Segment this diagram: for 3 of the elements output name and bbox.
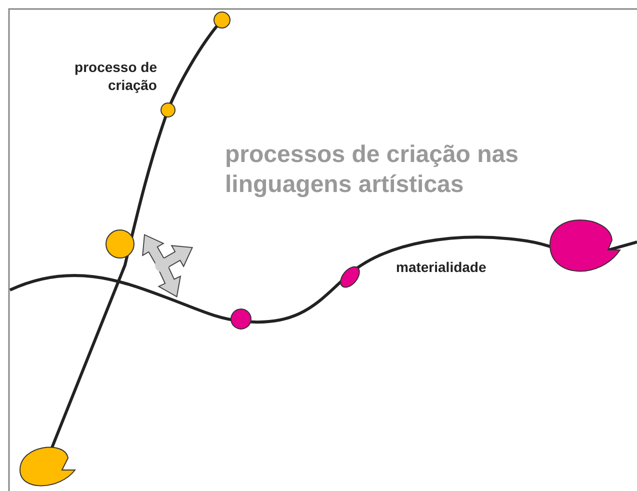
axis-label: processo de criação (74, 58, 157, 94)
axis-label: materialidade (396, 259, 486, 275)
diagram-title: processos de criação nas linguagens artísticas (225, 140, 520, 200)
